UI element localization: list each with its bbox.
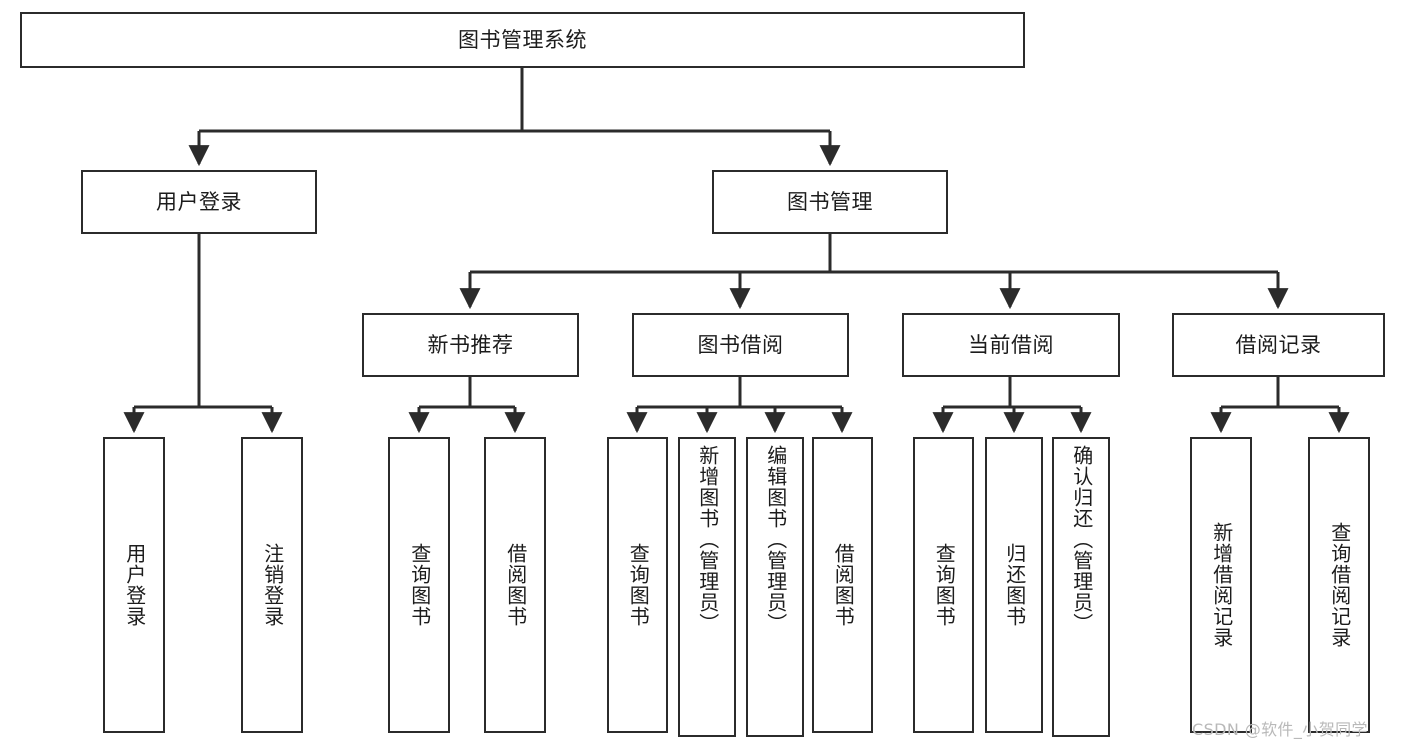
leaf-add-book-admin[interactable]: 新增图书（管理员）	[678, 437, 736, 737]
leaf-query-book-current[interactable]: 查询图书	[913, 437, 974, 733]
node-borrow-record[interactable]: 借阅记录	[1172, 313, 1385, 377]
leaf-logout[interactable]: 注销登录	[241, 437, 303, 733]
leaf-add-borrow-record-label: 新增借阅记录	[1209, 522, 1234, 648]
leaf-query-book-borrow-label: 查询图书	[626, 543, 651, 627]
csdn-watermark: CSDN @软件_小贺同学	[1192, 720, 1368, 739]
node-book-borrow[interactable]: 图书借阅	[632, 313, 849, 377]
leaf-confirm-return-admin-label: 确认归还（管理员）	[1069, 445, 1094, 634]
leaf-borrow-book-newbook[interactable]: 借阅图书	[484, 437, 546, 733]
leaf-user-login[interactable]: 用户登录	[103, 437, 165, 733]
node-book-borrow-label: 图书借阅	[697, 332, 784, 357]
leaf-return-book-label: 归还图书	[1002, 543, 1027, 627]
leaf-query-book-borrow[interactable]: 查询图书	[607, 437, 668, 733]
leaf-edit-book-admin[interactable]: 编辑图书（管理员）	[746, 437, 804, 737]
leaf-lend-book-label: 借阅图书	[831, 543, 856, 627]
node-root-label: 图书管理系统	[458, 27, 587, 52]
node-user-login-label: 用户登录	[156, 189, 242, 214]
leaf-add-book-admin-label: 新增图书（管理员）	[695, 445, 720, 634]
node-new-book-recommend[interactable]: 新书推荐	[362, 313, 579, 377]
leaf-add-borrow-record[interactable]: 新增借阅记录	[1190, 437, 1252, 733]
node-new-book-recommend-label: 新书推荐	[427, 332, 514, 357]
node-root[interactable]: 图书管理系统	[20, 12, 1025, 68]
leaf-confirm-return-admin[interactable]: 确认归还（管理员）	[1052, 437, 1110, 737]
leaf-user-login-label: 用户登录	[122, 543, 147, 627]
leaf-query-borrow-record-label: 查询借阅记录	[1327, 522, 1352, 648]
node-book-management-label: 图书管理	[787, 189, 873, 214]
node-user-login[interactable]: 用户登录	[81, 170, 317, 234]
leaf-query-book-current-label: 查询图书	[932, 543, 957, 627]
node-current-borrow-label: 当前借阅	[968, 332, 1054, 357]
leaf-logout-label: 注销登录	[260, 543, 285, 627]
node-current-borrow[interactable]: 当前借阅	[902, 313, 1120, 377]
leaf-lend-book[interactable]: 借阅图书	[812, 437, 873, 733]
leaf-query-borrow-record[interactable]: 查询借阅记录	[1308, 437, 1370, 733]
leaf-borrow-book-newbook-label: 借阅图书	[503, 543, 528, 627]
leaf-return-book[interactable]: 归还图书	[985, 437, 1043, 733]
node-borrow-record-label: 借阅记录	[1235, 332, 1322, 357]
node-book-management[interactable]: 图书管理	[712, 170, 948, 234]
leaf-query-book-newbook[interactable]: 查询图书	[388, 437, 450, 733]
leaf-query-book-newbook-label: 查询图书	[407, 543, 432, 627]
leaf-edit-book-admin-label: 编辑图书（管理员）	[763, 445, 788, 634]
